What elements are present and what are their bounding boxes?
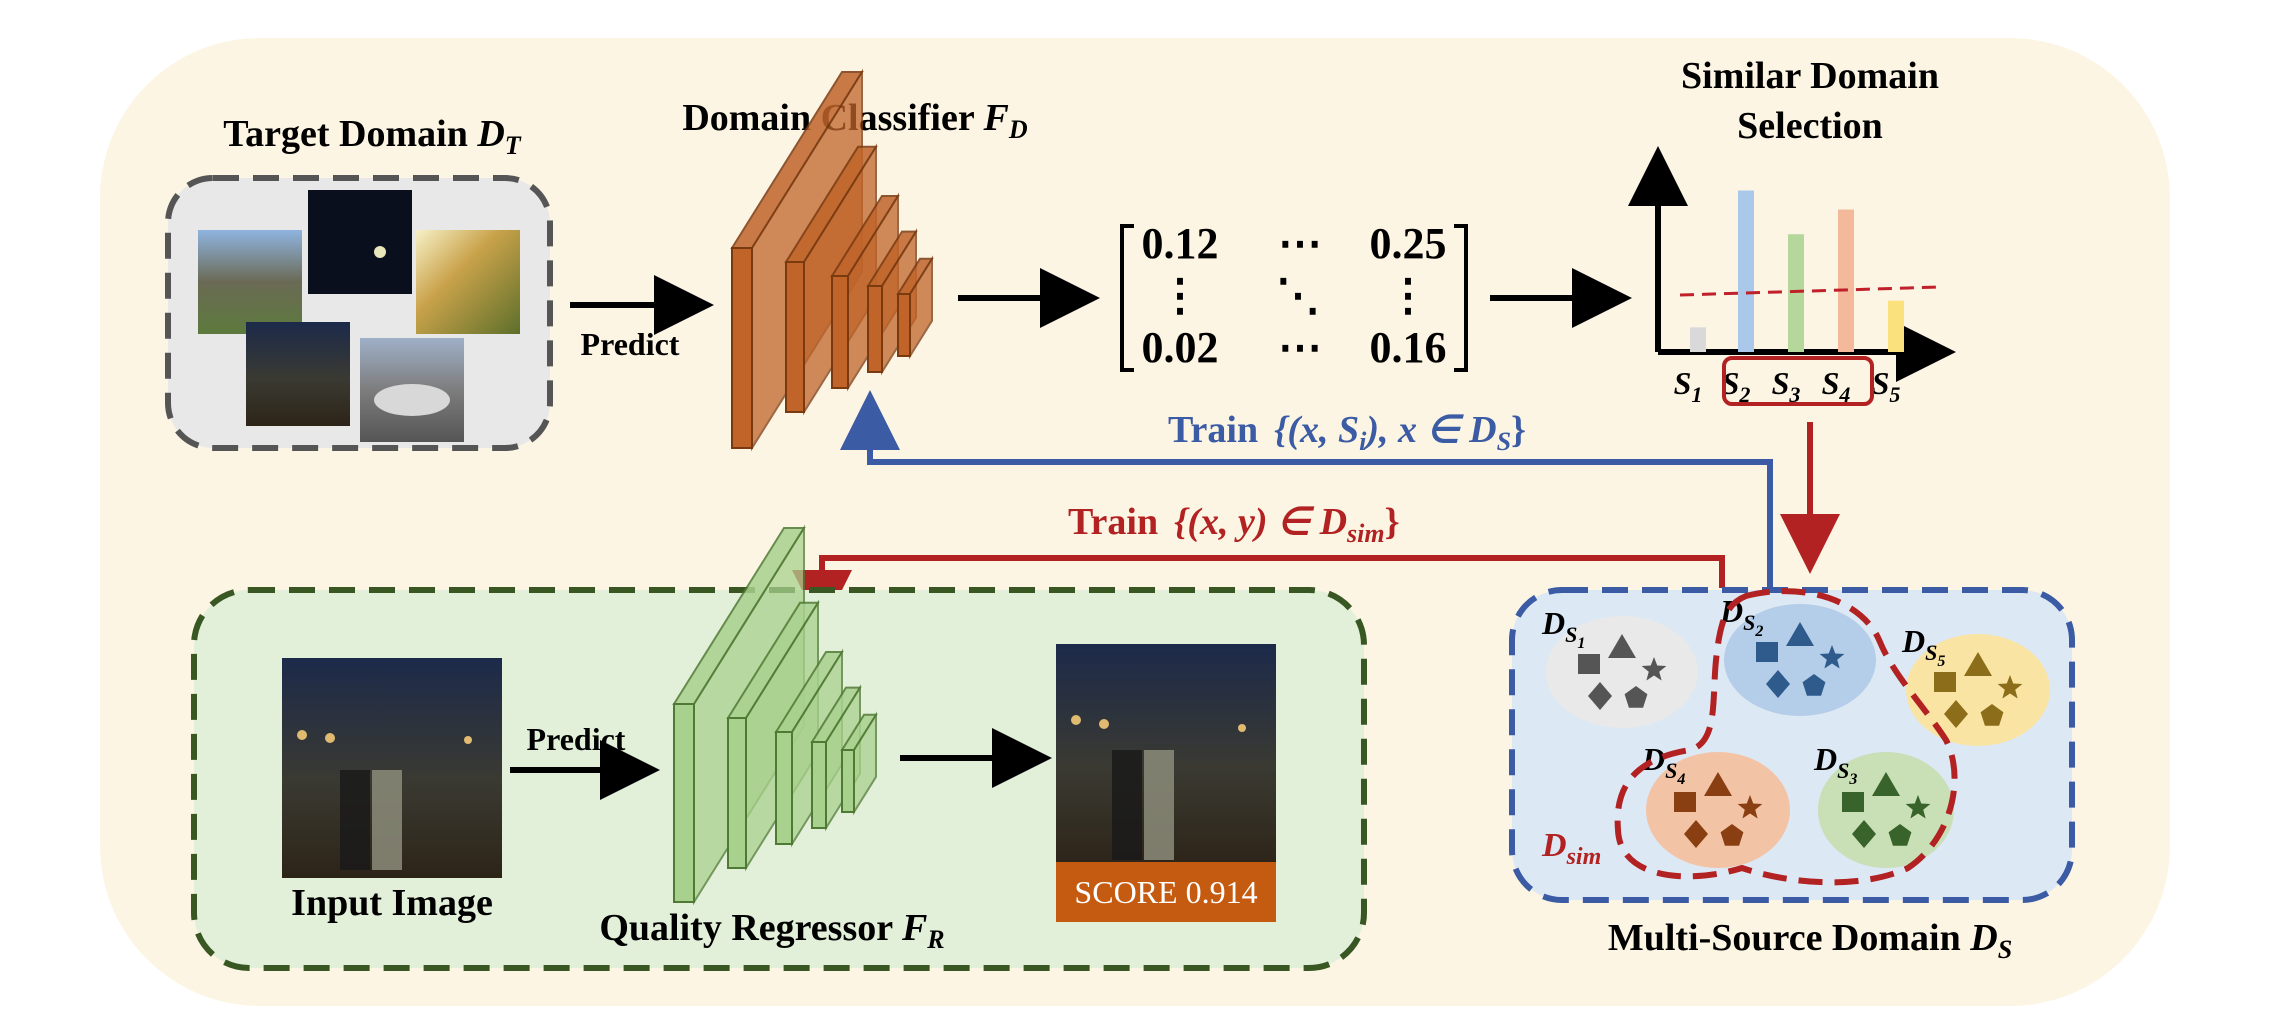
selected-domains-box <box>1722 356 1874 406</box>
source-domain-label: DS1 <box>1541 605 1585 652</box>
matrix-mid-right: ⋮ <box>1386 271 1430 320</box>
target-image-people <box>246 322 350 426</box>
quality-regressor-title: Quality Regressor FR <box>599 907 944 954</box>
triangle-shape <box>1704 772 1732 796</box>
diamond-shape <box>1766 670 1790 698</box>
triangle-shape <box>1608 634 1636 658</box>
source-domain-label: DS5 <box>1901 623 1945 670</box>
triangle-shape <box>1964 652 1992 676</box>
pentagon-shape <box>1624 686 1648 708</box>
network-layer <box>896 255 934 360</box>
selection-chart: S1 S2 S3 S4 S5 <box>1628 146 1956 407</box>
matrix-top-right: 0.25 <box>1370 219 1447 268</box>
input-image-label: Input Image <box>291 882 493 924</box>
matrix-top-mid: ⋯ <box>1278 219 1322 268</box>
chart-bar <box>1838 209 1854 352</box>
selection-title-line1: Similar Domain <box>1681 55 1939 97</box>
source-domain-label: DS4 <box>1641 741 1685 788</box>
matrix-mid-mid: ⋱ <box>1276 271 1320 320</box>
triangle-shape <box>1786 622 1814 646</box>
target-domain-title: Target Domain DT <box>223 113 522 160</box>
diamond-shape <box>1944 700 1968 728</box>
score-text: SCORE 0.914 <box>1074 874 1257 910</box>
network-layer <box>840 711 878 816</box>
source-domain: DS4 <box>1641 741 1790 868</box>
pentagon-shape <box>1720 824 1744 846</box>
chart-bar <box>1738 190 1754 352</box>
train-blue-arrow <box>840 390 1773 588</box>
star-shape <box>1997 675 2023 699</box>
chart-bar <box>1788 234 1804 352</box>
target-image-night-sky <box>308 190 412 294</box>
matrix-bot-right: 0.16 <box>1370 323 1447 372</box>
diamond-shape <box>1588 682 1612 710</box>
chart-tick-label: S3 <box>1772 365 1801 407</box>
target-image-sunset <box>416 230 520 334</box>
chart-bar <box>1690 327 1706 352</box>
star-shape <box>1905 795 1931 819</box>
quality-regressor-network <box>672 524 878 906</box>
target-images <box>198 190 520 442</box>
diamond-shape <box>1684 820 1708 848</box>
square-shape <box>1934 672 1956 692</box>
pentagon-shape <box>1802 674 1826 696</box>
star-shape <box>1641 657 1667 681</box>
matrix-bot-left: 0.02 <box>1142 323 1219 372</box>
target-image-park <box>198 230 302 334</box>
probability-matrix: 0.12 ⋯ 0.25 ⋮ ⋱ ⋮ 0.02 ⋯ 0.16 <box>1120 219 1468 372</box>
square-shape <box>1674 792 1696 812</box>
star-shape <box>1819 645 1845 669</box>
chart-tick-label: S2 <box>1722 365 1751 407</box>
matrix-mid-left: ⋮ <box>1158 271 1202 320</box>
matrix-left-bracket <box>1120 224 1134 372</box>
matrix-bot-mid: ⋯ <box>1278 323 1322 372</box>
source-domain: DS3 <box>1813 741 1954 868</box>
chart-tick-label: S1 <box>1674 365 1703 407</box>
square-shape <box>1756 642 1778 662</box>
predict-label-top: Predict <box>581 326 680 362</box>
source-domain: DS5 <box>1901 623 2050 746</box>
source-domain: DS1 <box>1541 605 1698 728</box>
d-sim-boundary <box>1614 588 1958 886</box>
pentagon-shape <box>1980 704 2004 726</box>
diamond-shape <box>1852 820 1876 848</box>
chart-bar <box>1888 300 1904 352</box>
chart-tick-label: S4 <box>1822 365 1851 407</box>
triangle-shape <box>1872 772 1900 796</box>
selection-title-line2: Selection <box>1737 105 1883 147</box>
score-badge <box>1056 862 1276 922</box>
star-shape <box>1737 795 1763 819</box>
multi-source-title: Multi-Source Domain DS <box>1608 917 2012 964</box>
square-shape <box>1842 792 1864 812</box>
train-blue-label: Train{(x, Si), x ∈ DS} <box>1168 409 1526 456</box>
matrix-right-bracket <box>1454 224 1468 372</box>
pentagon-shape <box>1888 824 1912 846</box>
matrix-top-left: 0.12 <box>1142 219 1219 268</box>
square-shape <box>1578 654 1600 674</box>
predict-label-bottom: Predict <box>527 721 626 757</box>
d-sim-label: Dsim <box>1541 827 1601 870</box>
domain-classifier-network <box>730 68 934 452</box>
train-red-label: Train{(x, y) ∈ Dsim} <box>1068 501 1400 548</box>
chart-tick-label: S5 <box>1872 365 1901 407</box>
source-domain-label: DS3 <box>1813 741 1857 788</box>
